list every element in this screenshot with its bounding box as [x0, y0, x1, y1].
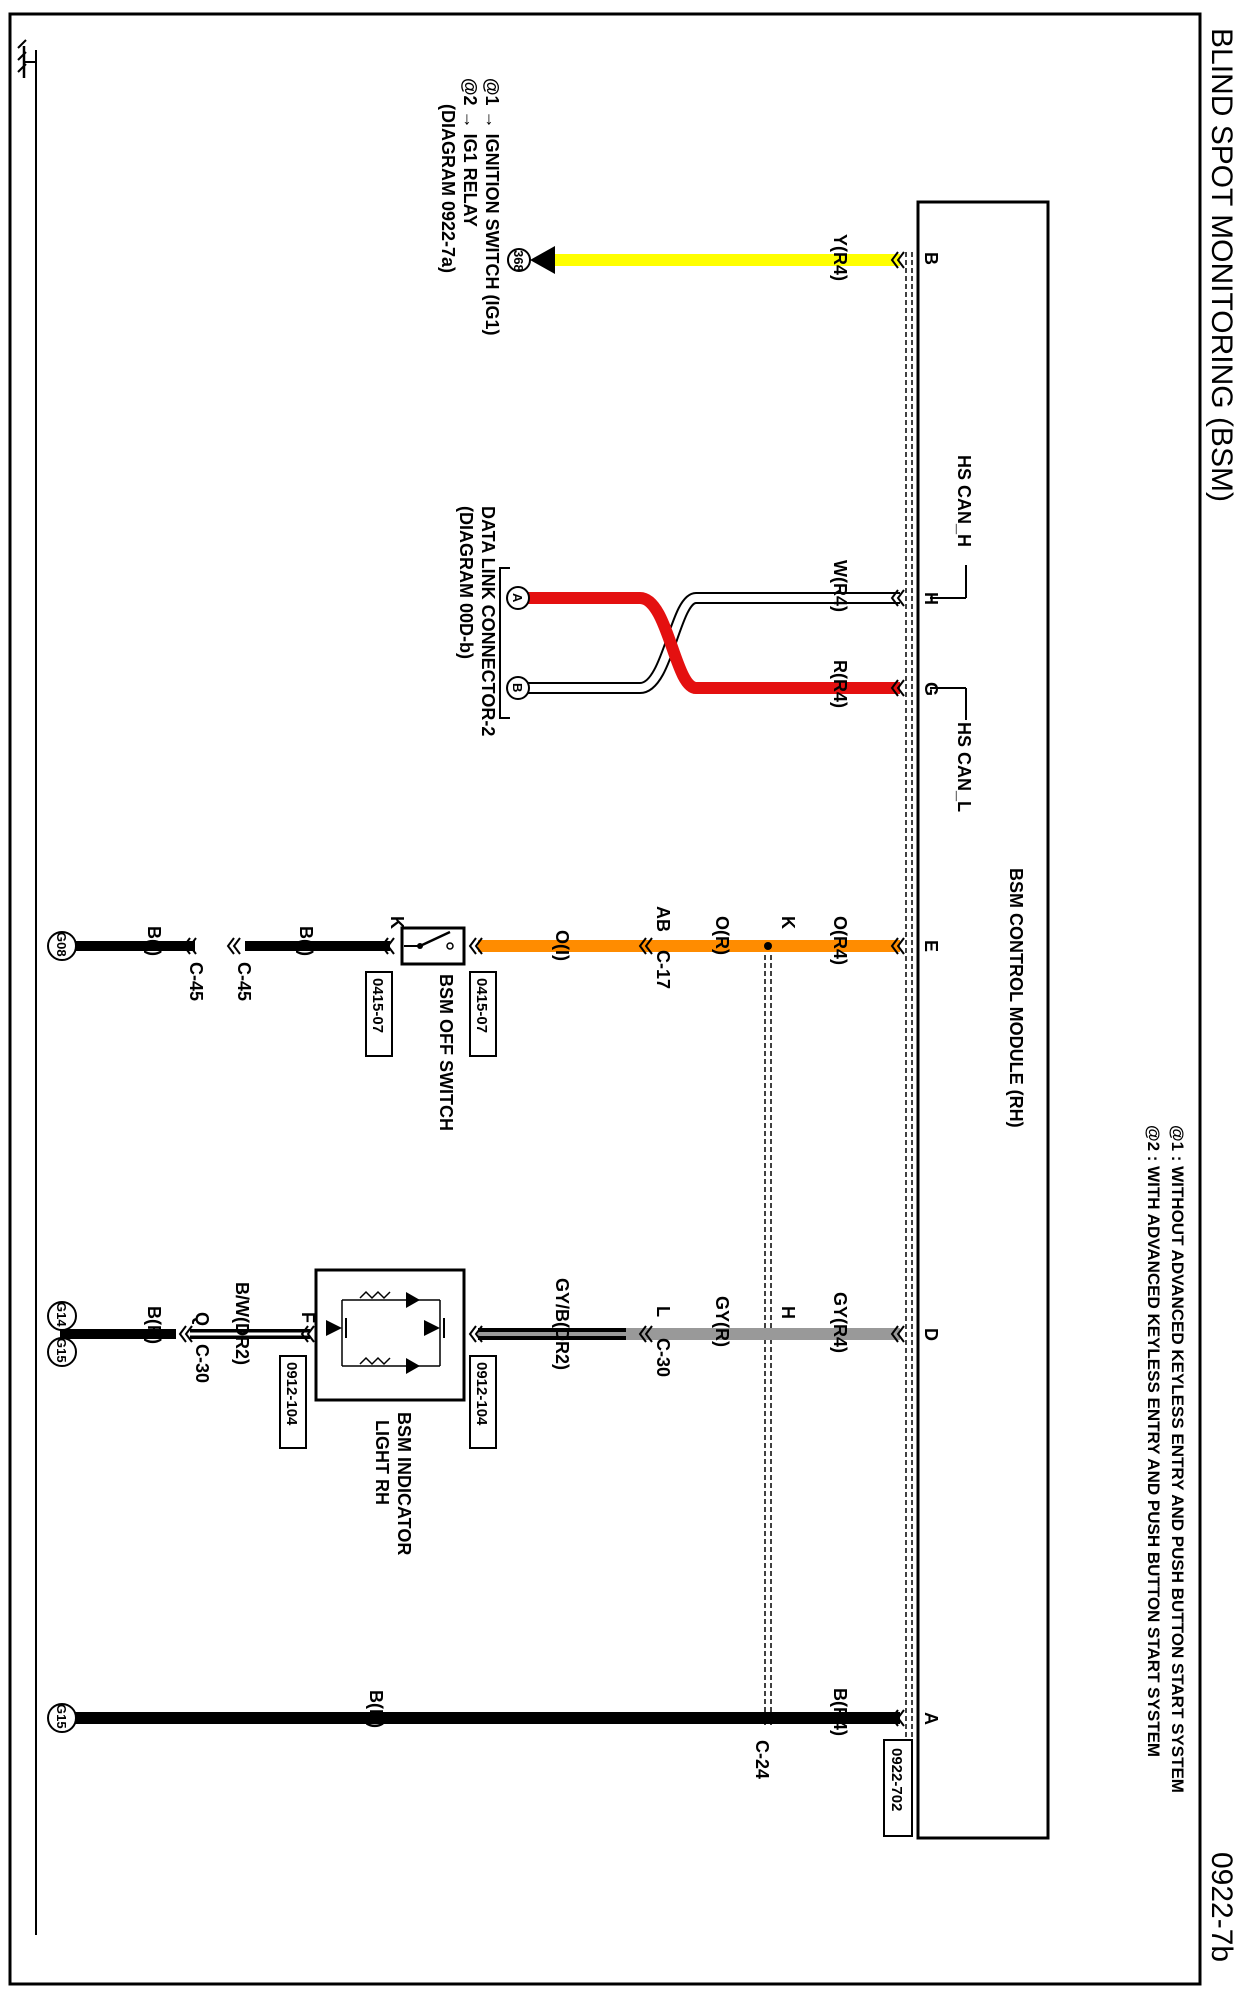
- ground-g14: [47, 1301, 77, 1331]
- module-connector-box: [883, 1739, 913, 1837]
- dlc-pin-b-label: B: [510, 683, 525, 692]
- light-conn-bottom: 0912-104: [283, 1362, 300, 1426]
- wire-label-ind-gnd2: B(R): [144, 1306, 164, 1344]
- wire-label-e: O(R4): [830, 916, 850, 965]
- ground-g14-label: G14: [54, 1302, 69, 1327]
- junction-h: H: [778, 1306, 798, 1319]
- switch-terminal: [446, 942, 454, 950]
- light-conn-top: 0912-104: [473, 1362, 490, 1426]
- light-conn-bottom-box: [279, 1355, 307, 1449]
- switch-conn-bottom: 0415-07: [369, 978, 386, 1033]
- bsm-indicator-light: [314, 1268, 466, 1402]
- wire-label-sw-gnd2: B(I): [144, 926, 164, 956]
- page-title: BLIND SPOT MONITORING (BSM): [1205, 28, 1238, 502]
- conn-c30b: C-30: [192, 1344, 212, 1383]
- junction-k: K: [778, 916, 798, 929]
- conn-k: K: [387, 916, 407, 929]
- gap-c45: [195, 936, 245, 956]
- switch-conn-top: 0415-07: [473, 978, 490, 1033]
- note-2: @2 : WITH ADVANCED KEYLESS ENTRY AND PUS…: [1144, 1125, 1163, 1757]
- dlc-pin-a: [506, 586, 530, 610]
- dlc-pin-b: [506, 676, 530, 700]
- ground-g08-label: G08: [54, 932, 69, 957]
- wire-label-h: W(R4): [830, 560, 850, 612]
- terminal-a: A: [921, 1712, 941, 1725]
- switch-name: BSM OFF SWITCH: [436, 974, 456, 1131]
- switch-conn-bottom-box: [365, 971, 393, 1057]
- dlc-line-1: DATA LINK CONNECTOR-2: [478, 506, 498, 736]
- wire-label-sw-gnd1: B(I): [296, 926, 316, 956]
- ignition-line-1: @1 → IGNITION SWITCH (IG1): [482, 78, 502, 336]
- gap-c30: [176, 1324, 190, 1344]
- page-frame: [8, 12, 1202, 1986]
- switch-conn-top-box: [469, 971, 497, 1057]
- can-high-label: HS CAN_H: [954, 455, 974, 547]
- conn-l: L: [653, 1306, 673, 1317]
- conn-ab: AB: [653, 906, 673, 932]
- connector-chevrons: [178, 251, 905, 1727]
- can-twisted-pair: [525, 592, 900, 694]
- ground-g15a-label: G15: [54, 1338, 69, 1363]
- terminal-b: B: [921, 252, 941, 265]
- diagram-id: 0922-7b: [1205, 1852, 1238, 1962]
- ground-g15b-label: G15: [54, 1704, 69, 1729]
- ignition-ref: 368: [511, 250, 526, 272]
- switch-pivot: [417, 943, 423, 949]
- ignition-line-3: (DIAGRAM 0922-7a): [438, 104, 458, 273]
- light-line-1: BSM INDICATOR: [394, 1412, 414, 1555]
- wire-label-a: B(R4): [830, 1688, 850, 1736]
- conn-c45a: C-45: [234, 962, 254, 1001]
- dlc-pin-a-label: A: [510, 593, 525, 603]
- wire-label-e-low: O(I): [552, 930, 572, 961]
- terminal-e: E: [921, 940, 941, 952]
- conn-f: F: [298, 1312, 318, 1323]
- bsm-control-module: [916, 200, 1050, 1840]
- wire-label-d: GY(R4): [830, 1292, 850, 1353]
- wire-label-g: R(R4): [830, 660, 850, 708]
- light-conn-top-box: [469, 1355, 497, 1449]
- conn-c17: C-17: [653, 950, 673, 989]
- conn-q: Q: [192, 1312, 212, 1326]
- ground-g15a: [47, 1337, 77, 1367]
- wire-label-a-gnd: B(R): [366, 1690, 386, 1728]
- module-connector-id: 0922-702: [888, 1748, 905, 1811]
- terminal-g: G: [921, 682, 941, 696]
- wire-label-d-mid: GY(R): [712, 1296, 732, 1347]
- ref-circle: [507, 248, 531, 272]
- wire-label-e-mid: O(R): [712, 916, 732, 955]
- module-name: BSM CONTROL MODULE (RH): [1006, 868, 1026, 1128]
- ground-g15b: [47, 1703, 77, 1733]
- conn-c45b: C-45: [186, 962, 206, 1001]
- arrow-icon: [530, 246, 555, 274]
- note-1: @1 : WITHOUT ADVANCED KEYLESS ENTRY AND …: [1168, 1125, 1187, 1793]
- dlc-bracket: [499, 567, 510, 719]
- wire-label-b: Y(R4): [830, 234, 850, 281]
- junction-c24: C-24: [752, 1740, 772, 1779]
- light-line-2: LIGHT RH: [372, 1420, 392, 1505]
- junction-dot: [764, 942, 772, 950]
- wire-label-d-low: GY/B(DR2): [552, 1278, 572, 1370]
- ground-g08: [47, 931, 77, 961]
- conn-c30a: C-30: [653, 1338, 673, 1377]
- switch-lever: [419, 930, 451, 948]
- dlc-line-2: (DIAGRAM 00D-b): [456, 506, 476, 659]
- can-low-label: HS CAN_L: [954, 722, 974, 812]
- wire-label-ind-gnd1: B/W(DR2): [232, 1282, 252, 1365]
- ignition-line-2: @2 → IG1 RELAY: [460, 78, 480, 227]
- led-icon: [326, 1290, 445, 1374]
- terminal-d: D: [921, 1328, 941, 1341]
- chassis-ground-icon: [17, 39, 36, 78]
